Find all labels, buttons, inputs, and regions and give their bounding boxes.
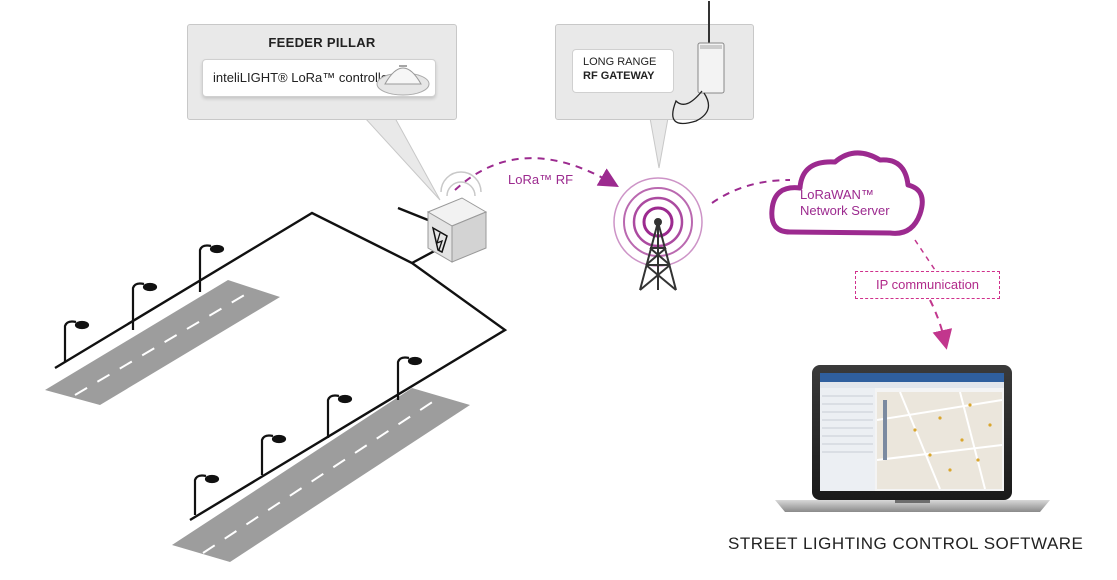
laptop — [775, 365, 1050, 512]
lora-rf-label: LoRa™ RF — [508, 172, 574, 187]
feeder-pillar-callout: FEEDER PILLAR inteliLIGHT® LoRa™ control… — [187, 24, 457, 120]
network-server-cloud — [769, 150, 925, 236]
road-lower — [172, 388, 470, 562]
gateway-label-line1: LONG RANGE — [583, 56, 657, 68]
server-to-ip-link — [914, 239, 936, 271]
gateway-device-icon — [672, 1, 725, 125]
controller-device-icon — [376, 65, 430, 96]
lora-rf-arrow — [454, 157, 619, 191]
gateway-card: LONG RANGE RF GATEWAY — [572, 49, 674, 93]
gateway-label-line2: RF GATEWAY — [583, 70, 655, 82]
street-lights-lower — [193, 356, 423, 515]
ip-communication-box: IP communication — [855, 271, 1000, 299]
feeder-callout-pointer — [363, 117, 441, 201]
software-caption: STREET LIGHTING CONTROL SOFTWARE — [728, 534, 1084, 553]
network-server-line1: LoRaWAN™ — [800, 187, 874, 202]
road-upper — [45, 280, 280, 405]
feeder-pillar-cabinet — [426, 197, 488, 263]
controller-card: inteliLIGHT® LoRa™ controller — [202, 59, 436, 97]
tower-to-server-link — [711, 179, 791, 204]
network-server-label: LoRaWAN™ Network Server — [800, 187, 890, 219]
street-lights-upper — [63, 244, 225, 362]
gateway-callout: LONG RANGE RF GATEWAY — [555, 1, 754, 125]
ip-to-laptop-arrow — [929, 299, 953, 350]
feeder-signal-arcs — [440, 171, 482, 197]
feeder-pillar-title: FEEDER PILLAR — [268, 35, 376, 50]
network-server-line2: Network Server — [800, 203, 890, 218]
radio-tower — [639, 218, 677, 291]
controller-label: inteliLIGHT® LoRa™ controller — [213, 70, 393, 85]
